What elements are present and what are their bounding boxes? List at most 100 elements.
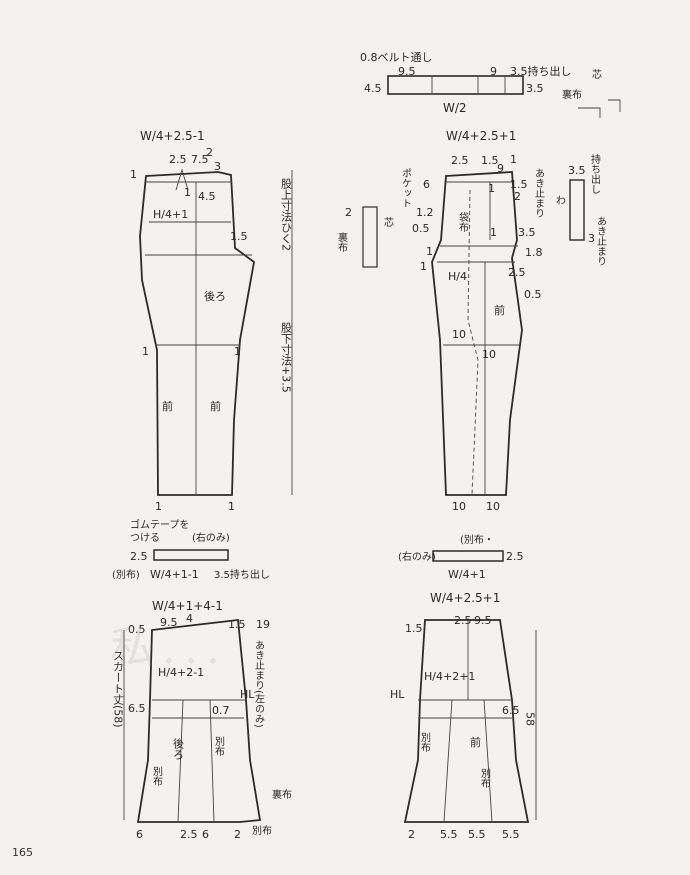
page-number: 165	[12, 846, 33, 859]
front-label: 前	[494, 303, 505, 317]
dim-label: 2.5	[180, 828, 198, 841]
dim-label: 1.2	[416, 206, 434, 219]
dim-label: 2.5	[169, 153, 187, 166]
lining-label: 裏布	[562, 88, 582, 101]
band-note: (右のみ)	[398, 550, 436, 563]
dim-label: 6	[136, 828, 143, 841]
dim-label: 3.5持ち出し	[214, 568, 270, 581]
dim-label: 1.5	[405, 622, 423, 635]
fly-label: 持ち出し	[589, 153, 601, 194]
waistband-top: 0.8ベルト通し 4.5 9.5 9 3.5持ち出し 3.5 W/2	[360, 51, 572, 115]
dim-label: 6	[423, 178, 430, 191]
watermark: 私...	[110, 623, 228, 674]
waist-label: W/4+2.5+1	[446, 129, 516, 143]
pocket-bag-label: 袋布	[457, 211, 469, 233]
dim-label: 1.5	[481, 154, 499, 167]
dim-label: 3	[588, 232, 595, 245]
back-pants-pattern: W/4+2.5-1 2.5 7.5 3 1 2 1 4.5 H/4+1 1.5 …	[130, 129, 293, 513]
dim-label: 4.5	[364, 82, 382, 95]
pocket-label: ポケット	[400, 168, 412, 208]
separate-fabric-label: 別布	[213, 736, 225, 757]
dim-label: 1.5	[230, 230, 248, 243]
band-note: (別布)	[112, 569, 140, 581]
facing-piece	[362, 206, 378, 268]
dim-label: 9	[490, 65, 497, 78]
dim-label: 3.5	[526, 82, 544, 95]
dim-label: 1	[228, 500, 235, 513]
dim-label: 9.5	[398, 65, 416, 78]
dim-label: 7.5	[191, 153, 209, 166]
dim-label: 3.5	[518, 226, 536, 239]
dim-label: 9.5	[474, 614, 492, 627]
lining-label: 裏布	[336, 231, 348, 253]
dim-label: 2.5	[506, 550, 524, 563]
skirt-length-label: 58	[524, 712, 537, 726]
hip-label: H/4+1	[153, 208, 188, 221]
dim-label: 2	[234, 828, 241, 841]
dim-label: 6	[202, 828, 209, 841]
dim-label: 10	[486, 500, 500, 513]
dim-label: 1	[130, 168, 137, 181]
dim-label: 10	[452, 328, 466, 341]
dim-label: 10	[452, 500, 466, 513]
dim-label: 5.5	[502, 828, 520, 841]
band-note: (右のみ)	[192, 531, 230, 544]
dim-label: 1	[510, 153, 517, 166]
separate-fabric-label: 別布	[252, 825, 272, 837]
separate-fabric-label: 別布	[151, 766, 163, 787]
dim-label: 2	[345, 206, 352, 219]
dim-label: 1	[234, 345, 241, 358]
waist-label: W/4+1+4-1	[152, 599, 223, 613]
dim-label: 0.5	[412, 222, 430, 235]
interfacing-label: 芯	[384, 216, 394, 229]
front-pants-pattern: W/4+2.5+1 2.5 1.5 9 1 6 1 1.2 0.5 1 1.8 …	[336, 68, 621, 513]
front-label: 前	[470, 735, 481, 749]
hl-label: HL	[240, 688, 255, 701]
lining-label: 裏布	[272, 788, 292, 801]
hip-label: H/4+2+1	[424, 670, 475, 683]
dim-label: 9	[497, 162, 504, 175]
dim-label: 1	[488, 182, 495, 195]
belt-loop-label: 0.8ベルト通し	[360, 51, 433, 64]
fold-label: わ	[556, 195, 566, 207]
dim-label: 2	[514, 190, 521, 203]
interfacing-label: 芯	[592, 68, 602, 81]
dim-label: 2	[206, 146, 213, 159]
dim-label: 5.5	[440, 828, 458, 841]
dim-label: 1	[426, 245, 433, 258]
hip-label: H/4	[448, 270, 467, 283]
back-label: 後ろ	[172, 737, 185, 761]
dim-label: 2.5	[508, 266, 526, 279]
dim-label: 1	[142, 345, 149, 358]
dim-label: 0.5	[524, 288, 542, 301]
waist-label: W/4+2.5+1	[430, 591, 500, 605]
skirt-length-label: スカート丈(58)	[112, 650, 125, 728]
dim-label: 1	[490, 226, 497, 239]
dim-label: 2.5	[130, 550, 148, 563]
front-label: 前	[210, 399, 221, 413]
skirt-back-pattern: ゴムテープを つける (右のみ) 2.5 (別布) W/4+1-1 3.5持ち出…	[112, 518, 293, 841]
inseam-label: 股下寸法+3.5	[280, 322, 293, 393]
separate-fabric-label: 別布	[479, 768, 491, 789]
hl-label: HL	[390, 688, 405, 701]
dim-label: 1.5	[510, 178, 528, 191]
rise-label: 股上寸法ひく2	[280, 178, 293, 251]
dim-label: 19	[256, 618, 270, 631]
band-note: ゴムテープを	[130, 518, 189, 531]
dim-label: 6.5	[128, 702, 146, 715]
dim-label: 2	[408, 828, 415, 841]
dim-label: 3	[214, 160, 221, 173]
dim-label: 3.5	[568, 164, 586, 177]
dim-label: 1.5	[228, 618, 246, 631]
dim-label: 1	[184, 186, 191, 199]
back-label: 後ろ	[204, 289, 226, 303]
dim-label: 5.5	[468, 828, 486, 841]
skirt-front-pattern: (別布・ (右のみ) 2.5 W/4+1 W/4+2.5+1 1.5 2.5 9…	[390, 534, 537, 841]
dim-label: 9.5	[160, 616, 178, 629]
dim-label: 4.5	[198, 190, 216, 203]
separate-fabric-label: 別布	[419, 732, 431, 753]
dim-label: W/4+1	[448, 568, 486, 581]
opening-stop-label: あき止まり	[533, 168, 545, 218]
dim-label: 0.5	[128, 623, 146, 636]
w-half-label: W/2	[443, 101, 467, 115]
